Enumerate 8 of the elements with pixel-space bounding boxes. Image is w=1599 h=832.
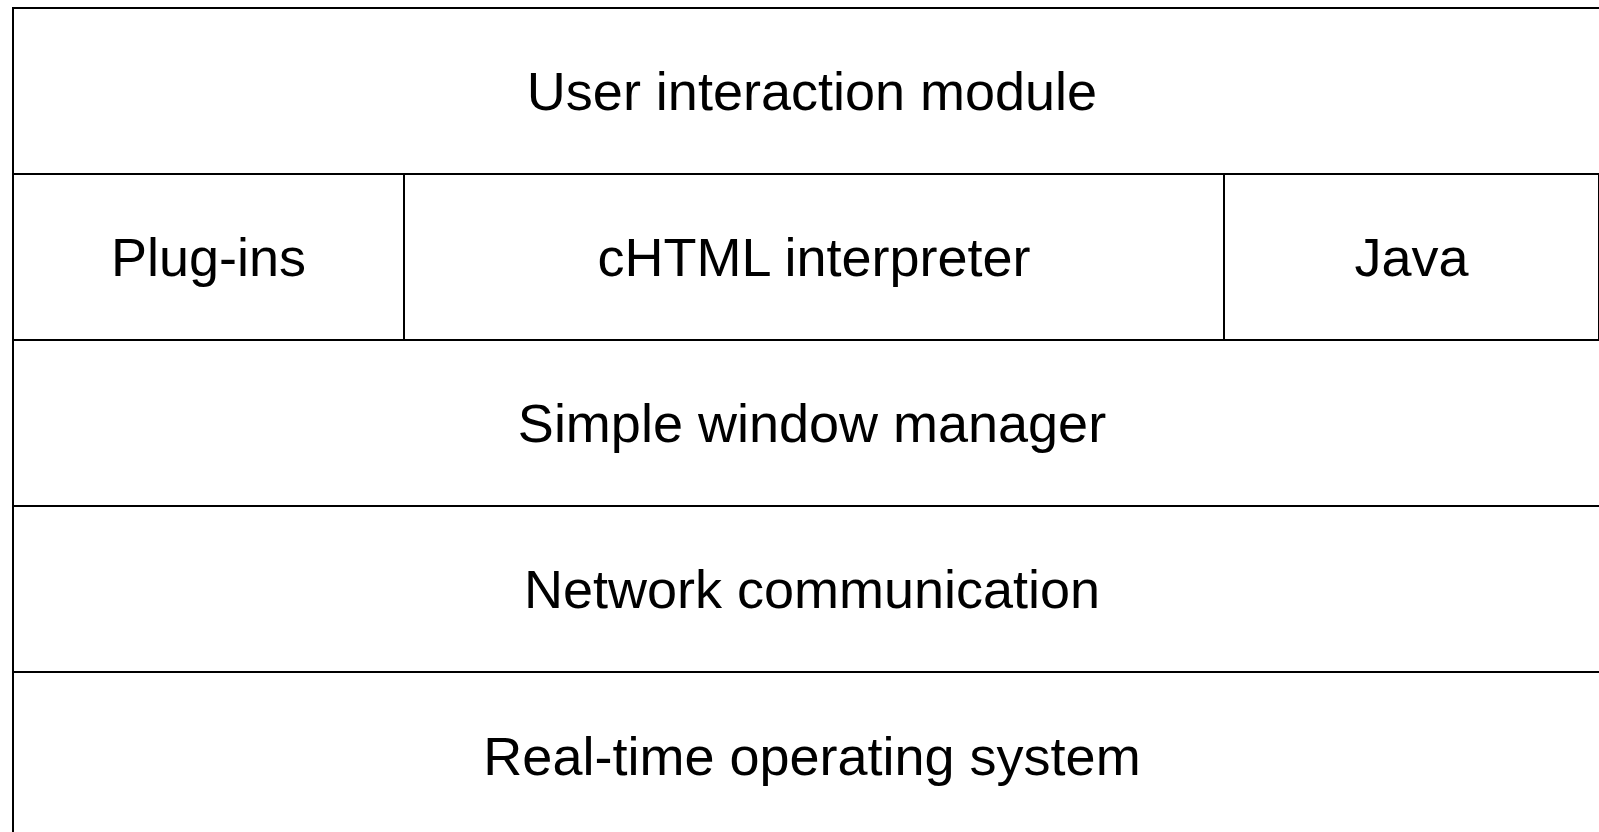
layer-label: Network communication [523, 558, 1101, 620]
layer-label: Java [1354, 226, 1469, 288]
layer-box [12, 7, 1599, 175]
layer-label: User interaction module [526, 60, 1098, 122]
layer-label: Plug-ins [110, 226, 307, 288]
layer-label: cHTML interpreter [597, 226, 1031, 288]
layer-label: Real-time operating system [483, 725, 1141, 787]
layer-label: Simple window manager [517, 392, 1107, 454]
